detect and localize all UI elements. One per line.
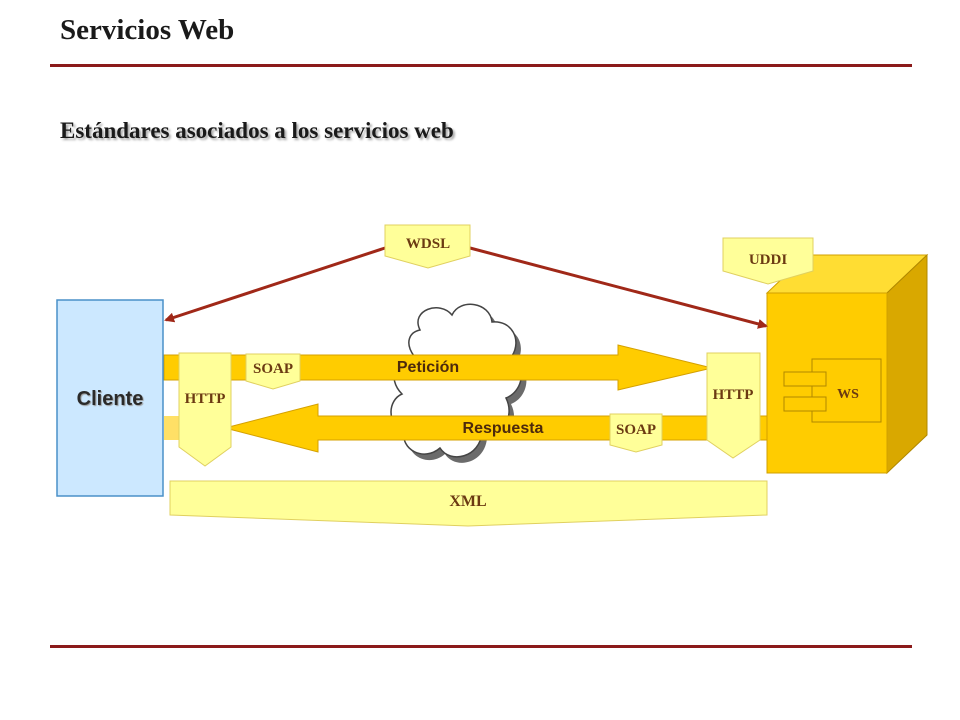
page-title: Servicios Web bbox=[60, 14, 235, 46]
request-label: Petición bbox=[397, 359, 459, 376]
wdsl-label: WDSL bbox=[406, 236, 450, 252]
wdsl-link-to-client bbox=[164, 246, 386, 323]
response-label: Respuesta bbox=[463, 420, 544, 437]
wdsl-tag bbox=[384, 224, 471, 269]
soap-response-tag bbox=[609, 413, 663, 453]
title-divider bbox=[50, 64, 912, 67]
ws-label: WS bbox=[837, 387, 859, 402]
xml-bar bbox=[169, 480, 768, 527]
uddi-tag bbox=[722, 237, 814, 285]
http-server-label: HTTP bbox=[713, 387, 754, 403]
footer-divider bbox=[50, 645, 912, 648]
section-subtitle: Estándares asociados a los servicios web bbox=[60, 118, 454, 143]
soap-response-label: SOAP bbox=[616, 422, 656, 438]
client-box bbox=[56, 299, 164, 497]
http-client-tag bbox=[178, 352, 232, 467]
soap-request-tag bbox=[245, 353, 301, 390]
uddi-label: UDDI bbox=[749, 252, 787, 268]
http-server-tag bbox=[706, 352, 761, 459]
http-client-label: HTTP bbox=[185, 391, 226, 407]
xml-label: XML bbox=[449, 493, 486, 510]
soap-request-label: SOAP bbox=[253, 361, 293, 377]
ws-component bbox=[783, 358, 882, 423]
client-label: Cliente bbox=[77, 388, 144, 410]
request-arrow bbox=[163, 344, 713, 391]
wdsl-link-to-server bbox=[469, 246, 768, 329]
